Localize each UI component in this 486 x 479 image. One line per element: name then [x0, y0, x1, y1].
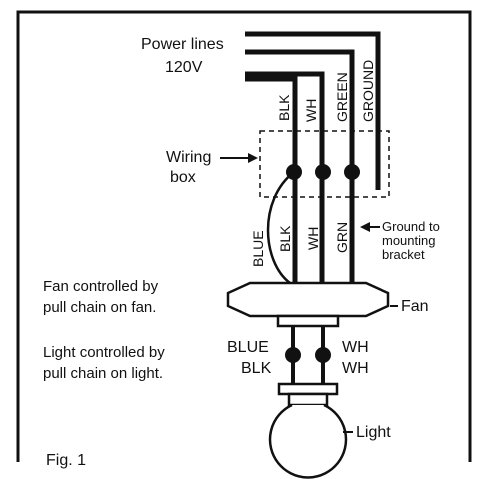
ground-arrowhead — [360, 222, 370, 232]
wire-label-blk-lower: BLK — [277, 225, 293, 252]
wire-label-ground: GROUND — [360, 60, 376, 122]
fan-canopy — [226, 281, 390, 318]
light-note-line1: Light controlled by — [43, 344, 165, 361]
fan-note-line2: pull chain on fan. — [43, 299, 156, 316]
light-note-line2: pull chain on light. — [43, 365, 163, 382]
ground-to-label: Ground to — [382, 219, 440, 234]
wiring-box-arrowhead — [248, 153, 258, 163]
wire-label-blue: BLUE — [250, 230, 266, 267]
bracket-label: bracket — [382, 247, 425, 262]
light-collar — [277, 382, 339, 396]
light-label-blk: BLK — [241, 360, 272, 377]
junction-dot-green — [344, 164, 360, 180]
junction-dot-black — [286, 164, 302, 180]
light-socket — [287, 392, 329, 407]
wire-label-wh-lower: WH — [305, 227, 321, 250]
light-junction-black — [285, 347, 301, 363]
blue-wire — [266, 171, 295, 284]
light-label-wh-2: WH — [342, 360, 369, 377]
light-bulb — [268, 403, 348, 479]
fan-label: Fan — [401, 298, 429, 315]
wire-label-blk: BLK — [276, 94, 292, 121]
mounting-label: mounting — [382, 233, 435, 248]
ground-wire — [245, 31, 381, 190]
wire-label-wh: WH — [303, 99, 319, 122]
light-label-wh-1: WH — [342, 339, 369, 356]
wiring-label: Wiring — [166, 149, 211, 166]
box-label: box — [170, 169, 196, 186]
junction-dot-white — [315, 164, 331, 180]
light-label: Light — [356, 424, 391, 441]
wiring-box — [259, 130, 390, 198]
power-lines-label: Power lines — [141, 36, 224, 53]
fan-neck — [276, 314, 340, 328]
light-label-blue: BLUE — [227, 339, 269, 356]
figure-caption: Fig. 1 — [46, 452, 86, 469]
voltage-label: 120V — [165, 59, 203, 76]
green-wire — [245, 49, 355, 283]
wire-label-grn: GRN — [334, 222, 350, 253]
white-wire — [245, 71, 325, 283]
fan-note-line1: Fan controlled by — [43, 278, 159, 295]
wire-label-green: GREEN — [334, 72, 350, 122]
black-wire — [245, 76, 298, 283]
light-junction-white — [315, 347, 331, 363]
figure-frame — [16, 10, 472, 462]
